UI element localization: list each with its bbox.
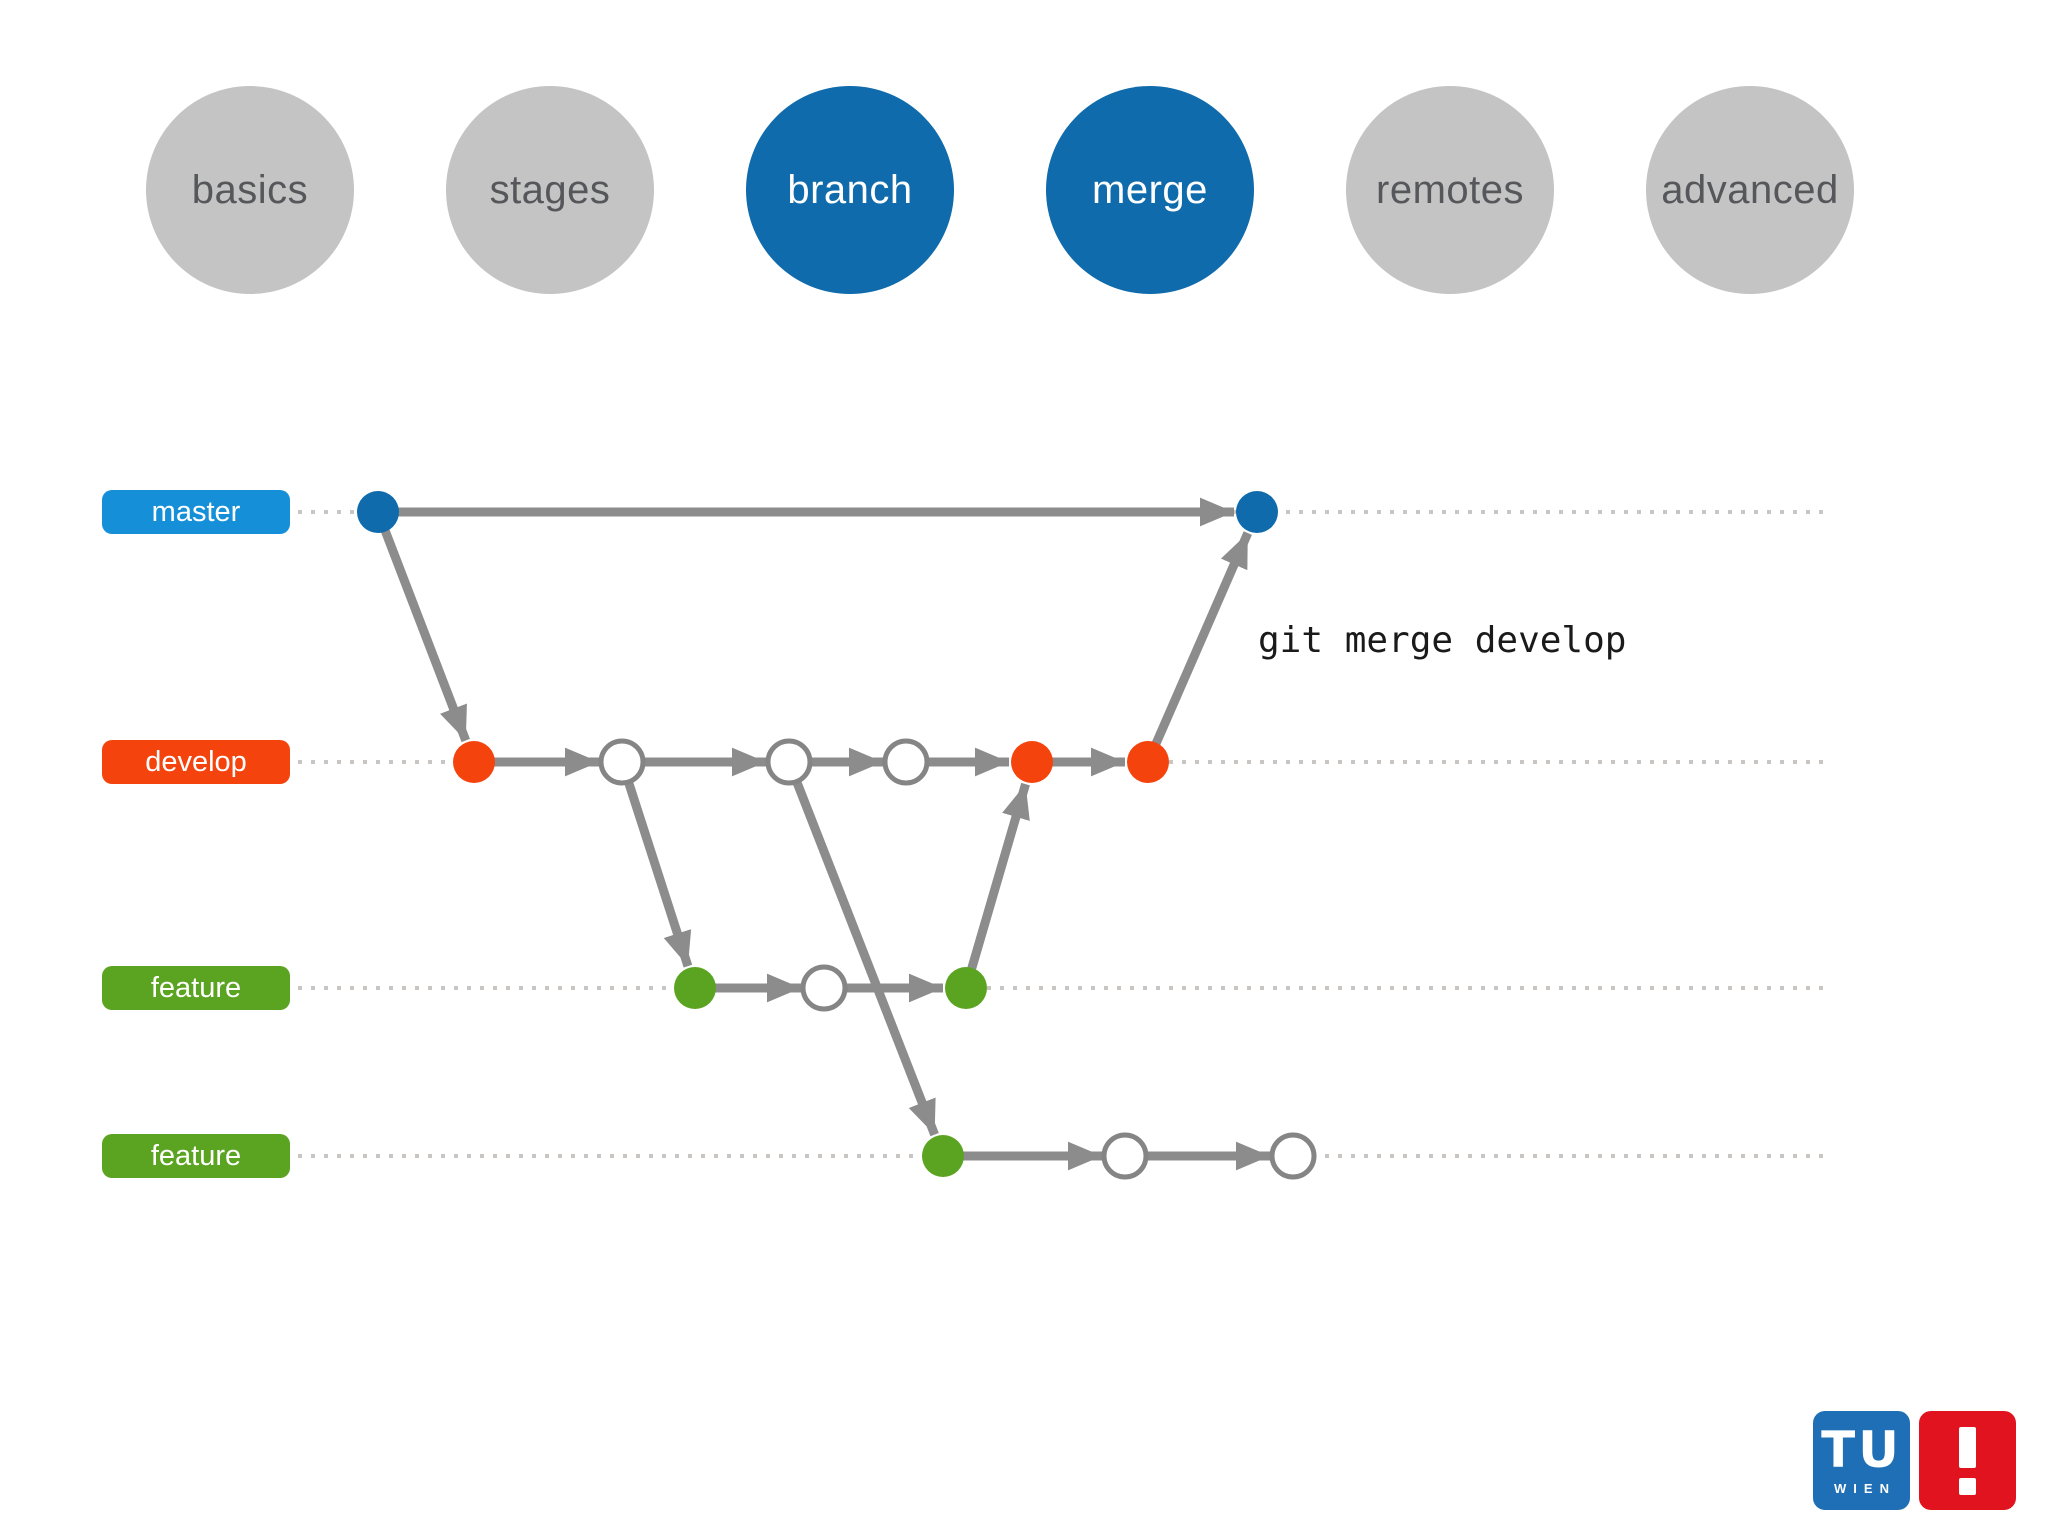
- commit-node-d6: [1127, 741, 1169, 783]
- commit-node-f2a: [922, 1135, 964, 1177]
- branch-label-feature-2: feature: [102, 1134, 290, 1178]
- topic-merge: merge: [1046, 86, 1254, 294]
- commit-node-d1: [453, 741, 495, 783]
- commit-edge-d2-f1a: [623, 777, 693, 968]
- topic-branch: branch: [746, 86, 954, 294]
- commit-node-d2: [598, 738, 646, 786]
- branch-label-master: master: [102, 490, 290, 534]
- commit-node-m2: [1236, 491, 1278, 533]
- exclamation-icon: [1959, 1426, 1976, 1495]
- topic-stages: stages: [446, 86, 654, 294]
- tu-wien-logo-blue: TU WIEN: [1813, 1411, 1910, 1510]
- wien-logo-text: WIEN: [1834, 1481, 1896, 1496]
- commit-node-f1a: [674, 967, 716, 1009]
- commit-edge-m1-d1: [380, 527, 470, 743]
- commit-edge-d3-f2a: [791, 777, 939, 1137]
- tu-wien-logo: TU WIEN: [1813, 1411, 2016, 1510]
- commit-node-f2c: [1269, 1132, 1317, 1180]
- topic-basics: basics: [146, 86, 354, 294]
- commit-edge-f1c-d5: [966, 782, 1030, 972]
- tu-logo-text: TU: [1821, 1421, 1902, 1479]
- topic-advanced: advanced: [1646, 86, 1854, 294]
- commit-node-d4: [882, 738, 930, 786]
- commit-node-f1b: [800, 964, 848, 1012]
- informatics-logo-red: [1919, 1411, 2016, 1510]
- commit-node-d5: [1011, 741, 1053, 783]
- commit-node-m1: [357, 491, 399, 533]
- branch-label-feature-1: feature: [102, 966, 290, 1010]
- commit-node-d3: [765, 738, 813, 786]
- git-command-annotation: git merge develop: [1258, 620, 1627, 661]
- branch-label-develop: develop: [102, 740, 290, 784]
- commit-node-f2b: [1101, 1132, 1149, 1180]
- commit-edge-d6-m2: [1151, 531, 1252, 748]
- topic-remotes: remotes: [1346, 86, 1554, 294]
- commit-node-f1c: [945, 967, 987, 1009]
